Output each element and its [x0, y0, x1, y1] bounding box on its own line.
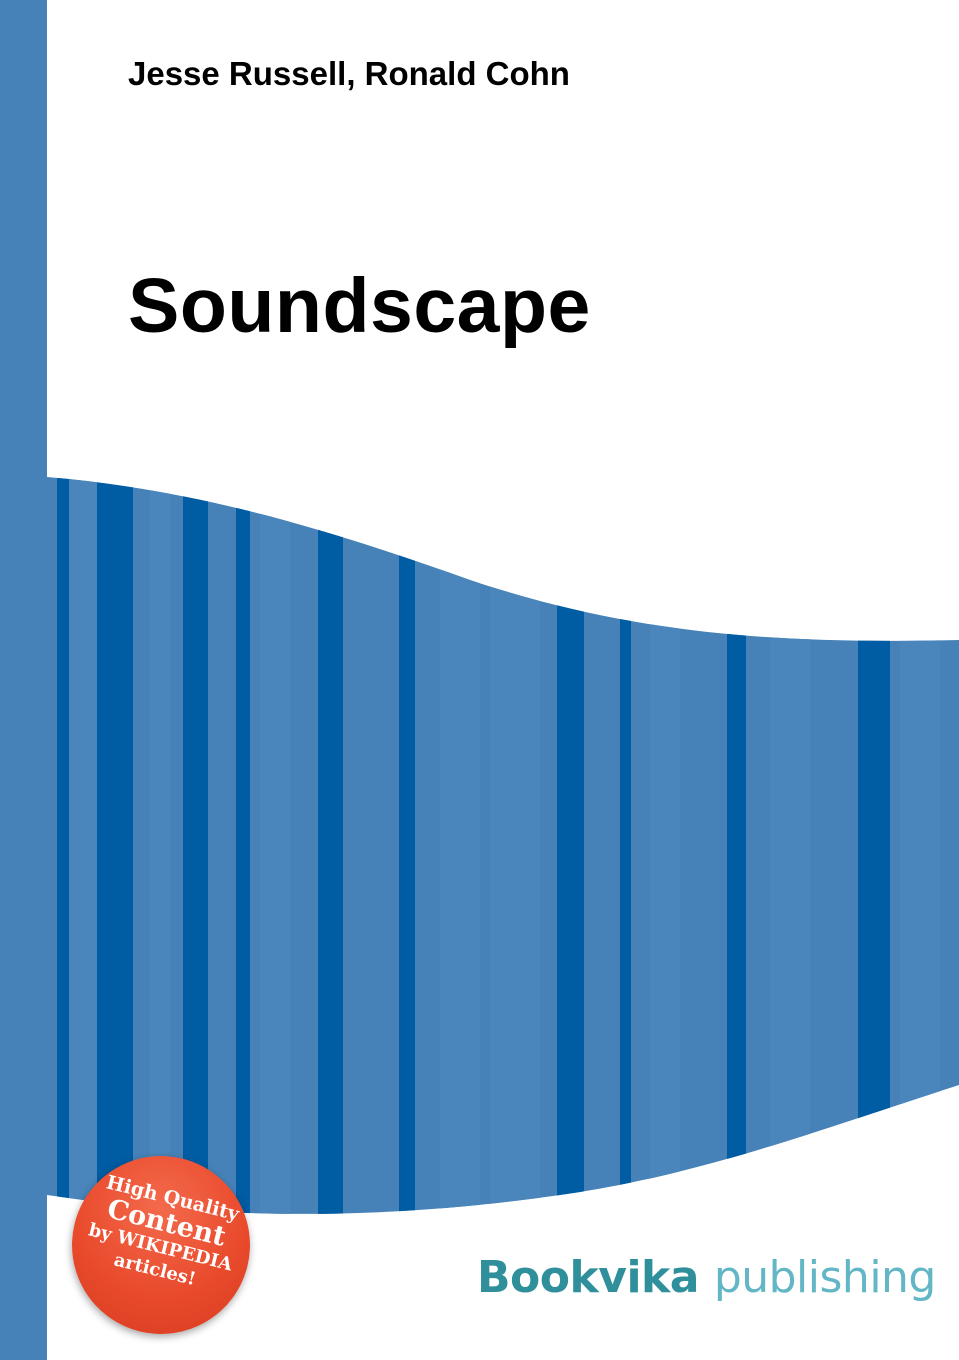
- light-stripe: [260, 477, 290, 1214]
- light-stripe: [440, 477, 480, 1214]
- dark-stripe: [727, 477, 746, 1214]
- dark-stripe: [57, 477, 69, 1214]
- dark-stripe: [183, 477, 208, 1214]
- dark-stripe: [620, 477, 631, 1214]
- light-stripe: [150, 477, 170, 1214]
- dark-stripe: [97, 477, 133, 1214]
- book-title: Soundscape: [128, 263, 591, 349]
- light-stripe: [900, 477, 940, 1214]
- light-stripe: [490, 477, 540, 1214]
- publisher-logo: Bookvika publishing: [477, 1252, 936, 1303]
- light-stripe: [770, 477, 810, 1214]
- dark-stripe: [858, 477, 890, 1214]
- publisher-name: Bookvika: [477, 1252, 699, 1303]
- light-stripe: [69, 477, 97, 1214]
- spine-bar: [0, 0, 47, 1360]
- dark-stripe: [557, 477, 584, 1214]
- dark-stripe: [236, 477, 250, 1214]
- publisher-suffix: publishing: [713, 1252, 937, 1303]
- authors: Jesse Russell, Ronald Cohn: [128, 55, 570, 92]
- light-stripe: [650, 477, 680, 1214]
- dark-stripe: [318, 477, 343, 1214]
- dark-stripe: [399, 477, 415, 1214]
